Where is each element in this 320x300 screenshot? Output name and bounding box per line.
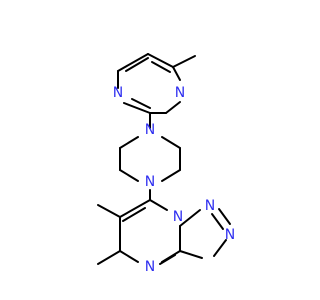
bond [119,250,139,263]
bond [97,250,121,265]
bond [172,55,196,68]
atom-label-triazole-n1: N [173,209,183,225]
bonds [97,53,231,265]
bond [117,53,149,72]
bond [159,254,176,265]
bond [97,204,121,218]
bond [122,207,146,222]
bond [213,239,227,257]
bond [119,199,151,218]
atom-label-piperazine-n-top: N [145,122,155,138]
atom-label-pyrimidine-n1: N [113,85,123,101]
molecule-structure: N N N N N N N N [97,53,235,275]
atom-label-pyrimidine-n3: N [175,85,185,101]
bond [172,66,181,81]
bond [179,209,201,227]
bond [125,57,149,72]
atom-label-triazole-n2: N [205,198,215,214]
atom-label-fused-pyrimidine-n: N [145,259,155,275]
bond [151,61,171,73]
atom-label-triazole-n3: N [225,227,235,243]
bond [179,250,203,259]
bond [131,98,151,109]
bond [218,208,231,225]
bond [147,53,174,68]
bond [149,199,168,211]
bond [161,169,181,182]
bond [123,102,151,114]
bond [119,136,139,149]
bond [161,136,181,149]
bond [211,213,224,230]
bond [119,169,139,182]
atom-labels: N N N N N N N N [113,85,235,275]
bond [165,101,181,114]
atom-label-piperazine-n-bottom: N [145,174,155,190]
